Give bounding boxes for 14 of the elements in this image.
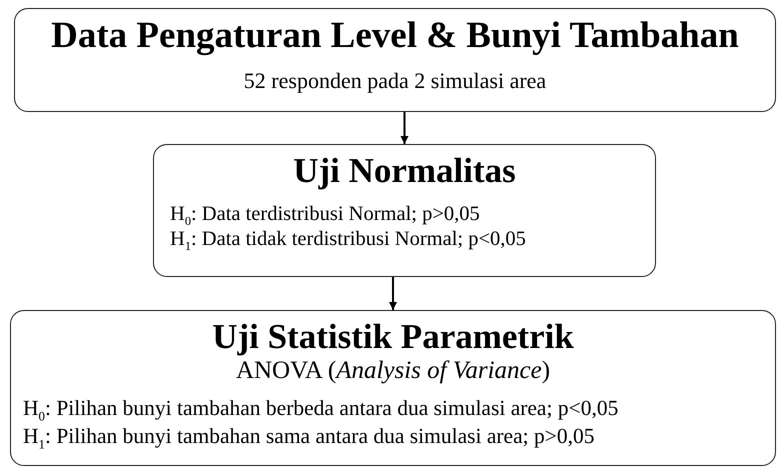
- box-subtitle: ANOVA (Analysis of Variance): [234, 357, 552, 386]
- arrow: [389, 277, 397, 310]
- hypothesis-text: H$_{1}$: Pilihan bunyi tambahan sama antara dua simulasi area; p>0,05: [23, 424, 594, 452]
- hypothesis-text: H$_{0}$: Data terdistribusi Normal; p>0,05: [170, 203, 480, 228]
- process-box: [153, 144, 656, 277]
- arrow: [400, 112, 408, 144]
- box-title: Uji Normalitas: [292, 151, 517, 192]
- box-title: Data Pengaturan Level & Bunyi Tambahan: [50, 15, 740, 58]
- hypothesis-text: H$_{1}$: Data tidak terdistribusi Normal; p<0,05: [170, 228, 526, 254]
- process-box: [10, 310, 776, 466]
- process-box: [14, 8, 776, 112]
- box-title: Uji Statistik Parametrik: [211, 317, 575, 358]
- box-subtitle: 52 responden pada 2 simulasi area: [242, 68, 548, 93]
- hypothesis-text: H$_{0}$: Pilihan bunyi tambahan berbeda antara dua simulasi area; p<0,05: [23, 396, 618, 424]
